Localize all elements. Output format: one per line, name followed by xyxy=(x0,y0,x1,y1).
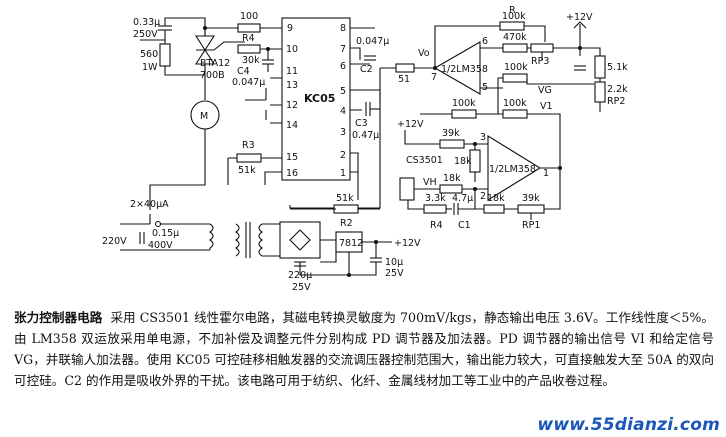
pin-13: 13 xyxy=(286,80,298,91)
pin-10: 10 xyxy=(286,44,298,55)
opamp-a-pin6: 6 xyxy=(482,36,488,47)
snubber-cap-voltage: 250V xyxy=(133,29,158,40)
pin-1: 1 xyxy=(340,168,346,179)
kc05-label: KC05 xyxy=(304,92,335,105)
r18k-label: 18k xyxy=(454,156,472,167)
r2-label: R2 xyxy=(340,218,353,229)
snubber-resistor-label: 560 xyxy=(140,49,158,60)
c3-value: 0.47μ xyxy=(352,130,379,141)
c3-label: C3 xyxy=(355,118,368,129)
vo-label: Vo xyxy=(418,48,430,59)
r3-label: R3 xyxy=(242,140,255,151)
r3k3-label: 3.3k xyxy=(425,193,446,204)
gate-resistor-label: 100 xyxy=(240,11,258,22)
pin-6: 6 xyxy=(340,61,346,72)
pin-4: 4 xyxy=(340,106,346,117)
r39k-b-label: 39k xyxy=(522,193,540,204)
r100k-a-label: 100k xyxy=(504,62,528,73)
motor-label: M xyxy=(200,111,208,122)
pin-5: 5 xyxy=(340,86,346,97)
pin-9: 9 xyxy=(287,23,293,34)
r100k-b-label: 100k xyxy=(452,98,476,109)
r4b-label: R4 xyxy=(430,220,443,231)
pin-8: 8 xyxy=(340,23,346,34)
caption-body: 采用 CS3501 线性霍尔电路，其磁电转换灵敏度为 700mV/kgs，静态输… xyxy=(14,310,715,388)
pin-16: 16 xyxy=(286,168,298,179)
vcc2-label: +12V xyxy=(397,119,424,130)
opamp-b-label: 1/2LM358 xyxy=(489,164,536,175)
c2-value: 0.047μ xyxy=(356,36,389,47)
c015-label: 0.15μ xyxy=(152,228,179,239)
r100k-c-label: 100k xyxy=(503,98,527,109)
r470k-label: 470k xyxy=(503,32,527,43)
c220-label: 220μ xyxy=(288,270,312,281)
vg-label: VG xyxy=(538,85,552,96)
pin-14: 14 xyxy=(286,120,298,131)
hall-sensor-label: CS3501 xyxy=(406,155,443,166)
feedback-r-value: 100k xyxy=(502,11,526,22)
r2k2-label: 2.2k xyxy=(607,84,628,95)
opamp-b-pin2: 2 xyxy=(480,191,486,202)
r5k1-label: 5.1k xyxy=(607,62,628,73)
c10-voltage: 25V xyxy=(385,268,404,279)
vh-label: VH xyxy=(423,177,437,188)
r3-value: 51k xyxy=(238,165,256,176)
r51-label: 51 xyxy=(398,74,410,85)
rc-cap-label: 2×40μA xyxy=(130,199,169,210)
r18k-b-label: 18k xyxy=(443,173,461,184)
r2-value: 51k xyxy=(336,193,354,204)
opamp-b-pin3: 3 xyxy=(480,132,486,143)
r18k-c-label: 18k xyxy=(487,193,505,204)
pin-15: 15 xyxy=(286,152,298,163)
rp1-label: RP1 xyxy=(522,220,540,231)
c4-label: C4 xyxy=(237,66,250,77)
pin-7: 7 xyxy=(340,44,346,55)
v1-label: V1 xyxy=(540,101,553,112)
pin-3: 3 xyxy=(340,127,346,138)
rp2-label: RP2 xyxy=(607,96,625,107)
c2-label: C2 xyxy=(360,64,373,75)
rp3-label: RP3 xyxy=(531,56,549,67)
pin-2: 2 xyxy=(340,150,346,161)
ac-input-label: 220V xyxy=(102,236,127,247)
c1-label: C1 xyxy=(458,220,471,231)
opamp-b-pin1: 1 xyxy=(543,168,549,179)
vcc1-label: +12V xyxy=(566,12,593,23)
snubber-resistor-watt: 1W xyxy=(142,62,158,73)
vcc3-label: +12V xyxy=(394,238,421,249)
triac-label: BTA12 xyxy=(200,58,230,69)
r4-value: 30k xyxy=(242,55,260,66)
c4-value: 0.047μ xyxy=(232,77,265,88)
circuit-schematic: 0.33μ 250V 560 1W BTA12 700B 100 R4 30k … xyxy=(102,5,628,293)
pin-12: 12 xyxy=(286,100,298,111)
triac-part: 700B xyxy=(200,70,225,81)
r39k-label: 39k xyxy=(442,128,460,139)
regulator-label: 7812 xyxy=(339,238,363,249)
c015-voltage: 400V xyxy=(148,240,173,251)
caption-title: 张力控制器电路 xyxy=(14,310,103,325)
feedback-r-label: R xyxy=(509,5,516,16)
c1-value: 4.7μ xyxy=(452,193,473,204)
opamp-a-label: 1/2LM358 xyxy=(441,64,488,75)
snubber-cap-label: 0.33μ xyxy=(133,17,160,28)
pin-11: 11 xyxy=(286,66,298,77)
c10-label: 10μ xyxy=(385,257,403,268)
opamp-a-pin7: 7 xyxy=(431,72,437,83)
r4-label: R4 xyxy=(242,33,255,44)
caption: 张力控制器电路 采用 CS3501 线性霍尔电路，其磁电转换灵敏度为 700mV… xyxy=(14,307,714,391)
watermark: www.55dianzi.com xyxy=(537,415,720,435)
c220-voltage: 25V xyxy=(292,282,311,293)
kc05-chip xyxy=(281,17,351,181)
